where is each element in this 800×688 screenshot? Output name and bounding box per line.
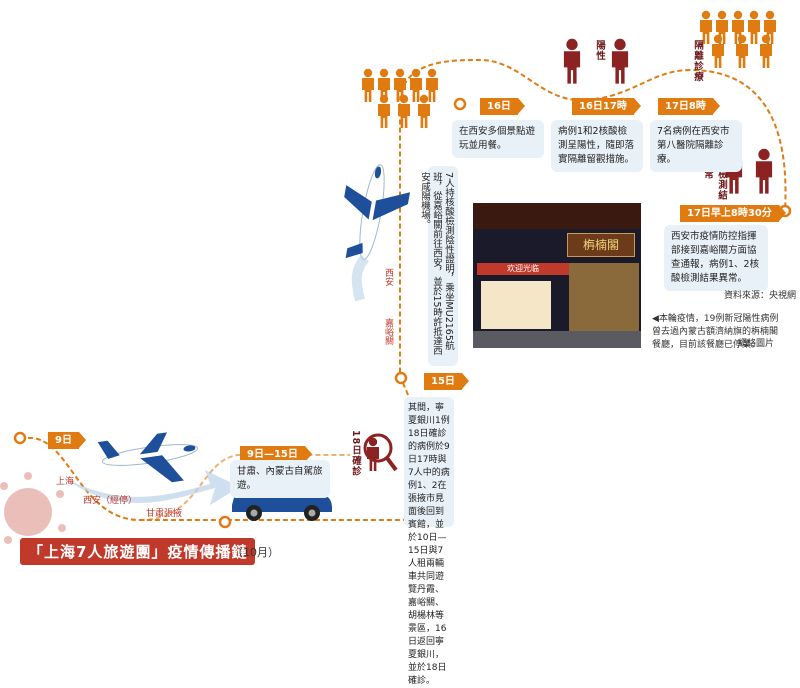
box-flight: 7人持核酸檢測陰性證明，乘坐MU2165航班，從嘉峪關前往西安，並於15時許抵達… bbox=[419, 166, 458, 366]
date-tag-16-17: 16日17時 bbox=[572, 98, 641, 115]
diagram-stage: 9日 9日—15日 15日 16日 16日17時 17日8時 17日早上8時30… bbox=[0, 10, 797, 686]
box-gansu-trip: 甘肅、內蒙古自駕旅遊。 bbox=[230, 460, 330, 498]
airplane-icon bbox=[344, 164, 410, 260]
date-tag-9: 9日 bbox=[48, 432, 86, 449]
place-xian: 西安 bbox=[383, 268, 393, 286]
photo-credit: 網絡圖片 bbox=[738, 339, 775, 349]
label-isolation: 隔離診療 bbox=[692, 40, 703, 82]
restaurant-banner: 欢迎光临 bbox=[477, 263, 569, 275]
box-17-830: 西安市疫情防控指揮部接到嘉峪關方面協查通報，病例1、2核酸檢測結果異常。 bbox=[664, 225, 768, 291]
date-tag-17-8: 17日8時 bbox=[658, 98, 720, 115]
virus-icon bbox=[0, 472, 66, 544]
date-tag-9-15: 9日—15日 bbox=[240, 446, 312, 463]
label-confirmed-18: 18日確診 bbox=[350, 430, 361, 477]
box-17-8: 7名病例在西安市第八醫院隔離診療。 bbox=[650, 120, 742, 172]
route-line bbox=[0, 10, 792, 544]
restaurant-photo: 栴楠閣 欢迎光临 bbox=[473, 203, 641, 348]
label-positive: 陽性 bbox=[594, 40, 605, 61]
place-xian-transit: 西安（經停） bbox=[83, 496, 138, 506]
isolation-group-icon bbox=[700, 10, 776, 68]
place-shanghai: 上海 bbox=[56, 477, 75, 487]
box-middle-text: 其間，寧夏銀川1例18日確診的病例於9日17時與7人中的病例1、2在張掖市見面後… bbox=[408, 403, 450, 686]
box-16: 在西安多個景點遊玩並用餐。 bbox=[452, 120, 544, 158]
place-ganzhou: 甘肅張掖 bbox=[146, 509, 183, 519]
magnifier-icon bbox=[363, 433, 398, 472]
date-tag-17-830: 17日早上8時30分 bbox=[680, 205, 786, 222]
source-note: 資料來源：央視網 bbox=[724, 291, 797, 301]
date-tag-16: 16日 bbox=[480, 98, 525, 115]
title-month: （10月） bbox=[232, 546, 279, 559]
place-jiayuguan: 嘉峪關 bbox=[383, 318, 393, 345]
box-middle-part1: 其間，寧夏銀川1例18日確診的病例於9日17時與7人中的病例1、2在張掖市見面後… bbox=[404, 397, 454, 686]
restaurant-sign: 栴楠閣 bbox=[567, 233, 635, 257]
airplane-icon bbox=[97, 432, 199, 483]
photo-caption: ◀本輪疫情，19例新冠陽性病例曾去過內蒙古額濟納旗的栴楠閣餐廳，目前該餐廳已停業… bbox=[652, 314, 779, 350]
group-icon bbox=[362, 68, 438, 128]
date-tag-15: 15日 bbox=[424, 373, 469, 390]
box-16-17: 病例1和2核酸檢測呈陽性，隨即落實隔離留觀措施。 bbox=[551, 120, 643, 172]
page-title: 「上海7人旅遊團」疫情傳播鏈 bbox=[20, 538, 256, 565]
